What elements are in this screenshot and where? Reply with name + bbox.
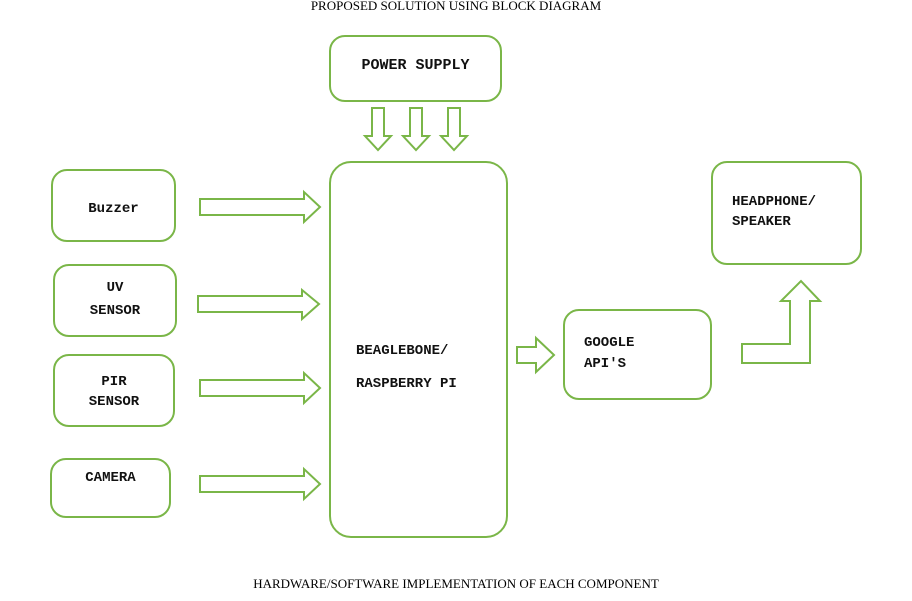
uv-sensor-block: UV SENSOR — [53, 264, 177, 337]
camera-label: CAMERA — [85, 470, 136, 486]
output-label-line2: SPEAKER — [732, 214, 791, 230]
power-arrow-2 — [400, 107, 432, 152]
controller-to-api-arrow — [516, 335, 556, 375]
google-api-block: GOOGLE API'S — [563, 309, 712, 400]
api-to-output-arrow — [741, 279, 823, 364]
diagram-title: PROPOSED SOLUTION USING BLOCK DIAGRAM — [310, 0, 602, 13]
pir-sensor-arrow — [199, 370, 322, 406]
diagram-footer: HARDWARE/SOFTWARE IMPLEMENTATION OF EACH… — [253, 576, 659, 591]
power-arrow-1 — [362, 107, 394, 152]
controller-label-line2: RASPBERRY PI — [356, 376, 457, 392]
controller-label-line1: BEAGLEBONE/ — [356, 343, 449, 359]
buzzer-block: Buzzer — [51, 169, 176, 242]
output-block: HEADPHONE/ SPEAKER — [711, 161, 862, 265]
pir-sensor-block: PIR SENSOR — [53, 354, 175, 427]
uv-sensor-label-line1: UV — [106, 280, 124, 296]
buzzer-arrow — [199, 189, 322, 225]
power-supply-label: POWER SUPPLY — [361, 57, 470, 74]
google-api-label-line1: GOOGLE — [584, 335, 635, 351]
power-supply-block: POWER SUPPLY — [329, 35, 502, 102]
controller-block: BEAGLEBONE/ RASPBERRY PI — [329, 161, 508, 538]
buzzer-label: Buzzer — [88, 201, 139, 217]
uv-sensor-label-line2: SENSOR — [89, 303, 141, 319]
camera-block: CAMERA — [50, 458, 171, 518]
camera-arrow — [199, 466, 322, 502]
uv-sensor-arrow — [197, 287, 321, 322]
power-arrow-3 — [438, 107, 470, 152]
output-label-line1: HEADPHONE/ — [732, 194, 817, 210]
google-api-label-line2: API'S — [584, 356, 627, 372]
pir-sensor-label-line1: PIR — [101, 374, 127, 390]
pir-sensor-label-line2: SENSOR — [88, 394, 140, 410]
